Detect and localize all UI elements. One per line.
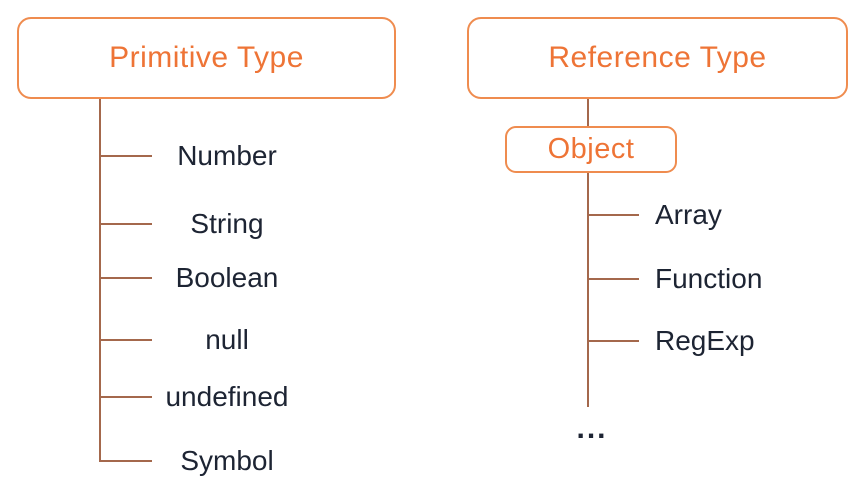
reference-trunk-line-upper — [587, 99, 589, 126]
object-box: Object — [505, 126, 677, 173]
reference-trunk-line-lower — [587, 173, 589, 407]
primitive-type-title: Primitive Type — [109, 41, 304, 74]
leaf-label-regexp: RegExp — [655, 325, 755, 356]
branch-tick — [100, 277, 152, 279]
branch-tick — [100, 460, 152, 462]
leaf-label-array: Array — [655, 199, 722, 230]
branch-tick — [588, 340, 639, 342]
branch-tick — [100, 396, 152, 398]
more-types-ellipsis: ... — [576, 412, 608, 445]
leaf-label-boolean: Boolean — [175, 262, 279, 293]
branch-tick — [588, 214, 639, 216]
branch-tick — [588, 278, 639, 280]
leaf-label-symbol: Symbol — [180, 445, 274, 476]
branch-tick — [100, 223, 152, 225]
leaf-label-function: Function — [655, 263, 763, 294]
branch-tick — [100, 339, 152, 341]
leaf-label-string: String — [190, 208, 264, 239]
leaf-label-null: null — [205, 324, 249, 355]
reference-type-title: Reference Type — [548, 41, 767, 74]
reference-type-box: Reference Type — [467, 17, 848, 99]
leaf-label-undefined: undefined — [165, 381, 289, 412]
primitive-type-box: Primitive Type — [17, 17, 396, 99]
leaf-label-number: Number — [177, 140, 277, 171]
branch-tick — [100, 155, 152, 157]
object-box-title: Object — [547, 133, 635, 165]
primitive-trunk-line — [99, 99, 101, 462]
